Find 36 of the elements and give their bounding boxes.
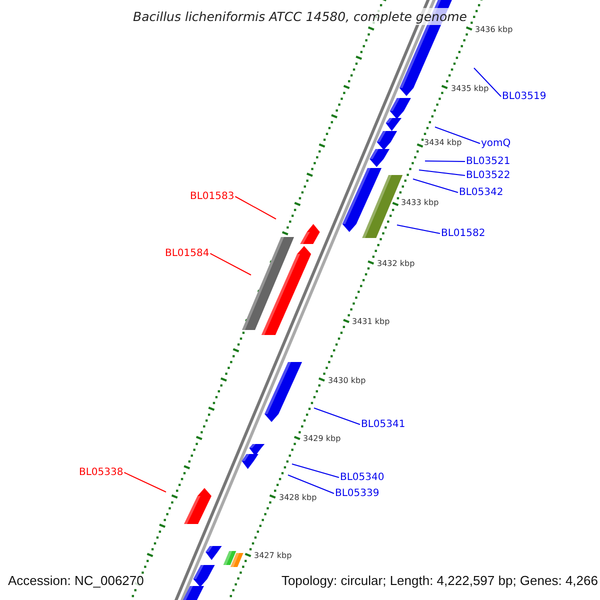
scale-label: 3434 kbp: [424, 139, 462, 148]
scale-label: 3436 kbp: [475, 26, 513, 35]
leader-line: [288, 474, 334, 494]
leader-line: [424, 160, 466, 162]
leader-line: [412, 178, 458, 193]
gene-label: BL05339: [335, 488, 380, 499]
scale-label: 3428 kbp: [279, 494, 317, 503]
gene-label: BL05341: [361, 419, 406, 430]
scale-label: 3429 kbp: [303, 435, 341, 444]
scale-label: 3433 kbp: [401, 199, 439, 208]
footer-text: Accession: NC_006270: [8, 574, 144, 588]
scale-label: 3430 kbp: [328, 377, 366, 386]
leader-line: [124, 472, 166, 492]
leader-line: [210, 253, 252, 276]
leader-line: [292, 464, 340, 478]
scale-label: 3431 kbp: [352, 318, 390, 327]
leader-line: [396, 224, 440, 234]
leader-line: [234, 196, 276, 220]
leader-line: [418, 170, 466, 176]
gene-label: BL01583: [190, 191, 234, 202]
scale-label: 3432 kbp: [377, 260, 415, 269]
leader-line: [434, 126, 480, 144]
gene-label: BL01582: [441, 228, 486, 239]
footer-text: Topology: circular; Length: 4,222,597 bp; Genes: 4,266: [281, 574, 598, 588]
gene-label: BL01584: [165, 248, 210, 259]
gene-label: BL05340: [340, 472, 384, 483]
gene-label: BL05342: [459, 187, 504, 198]
gene-label: BL03522: [466, 170, 510, 181]
scale-label: 3435 kbp: [451, 85, 489, 94]
scale-label: 3427 kbp: [254, 552, 292, 561]
gene-label: yomQ: [481, 138, 511, 149]
gene-label: BL05338: [79, 467, 124, 478]
gene-label: BL03521: [466, 156, 510, 167]
leader-line: [474, 68, 502, 97]
leader-line: [314, 408, 360, 425]
gene-label: BL03519: [502, 91, 546, 102]
